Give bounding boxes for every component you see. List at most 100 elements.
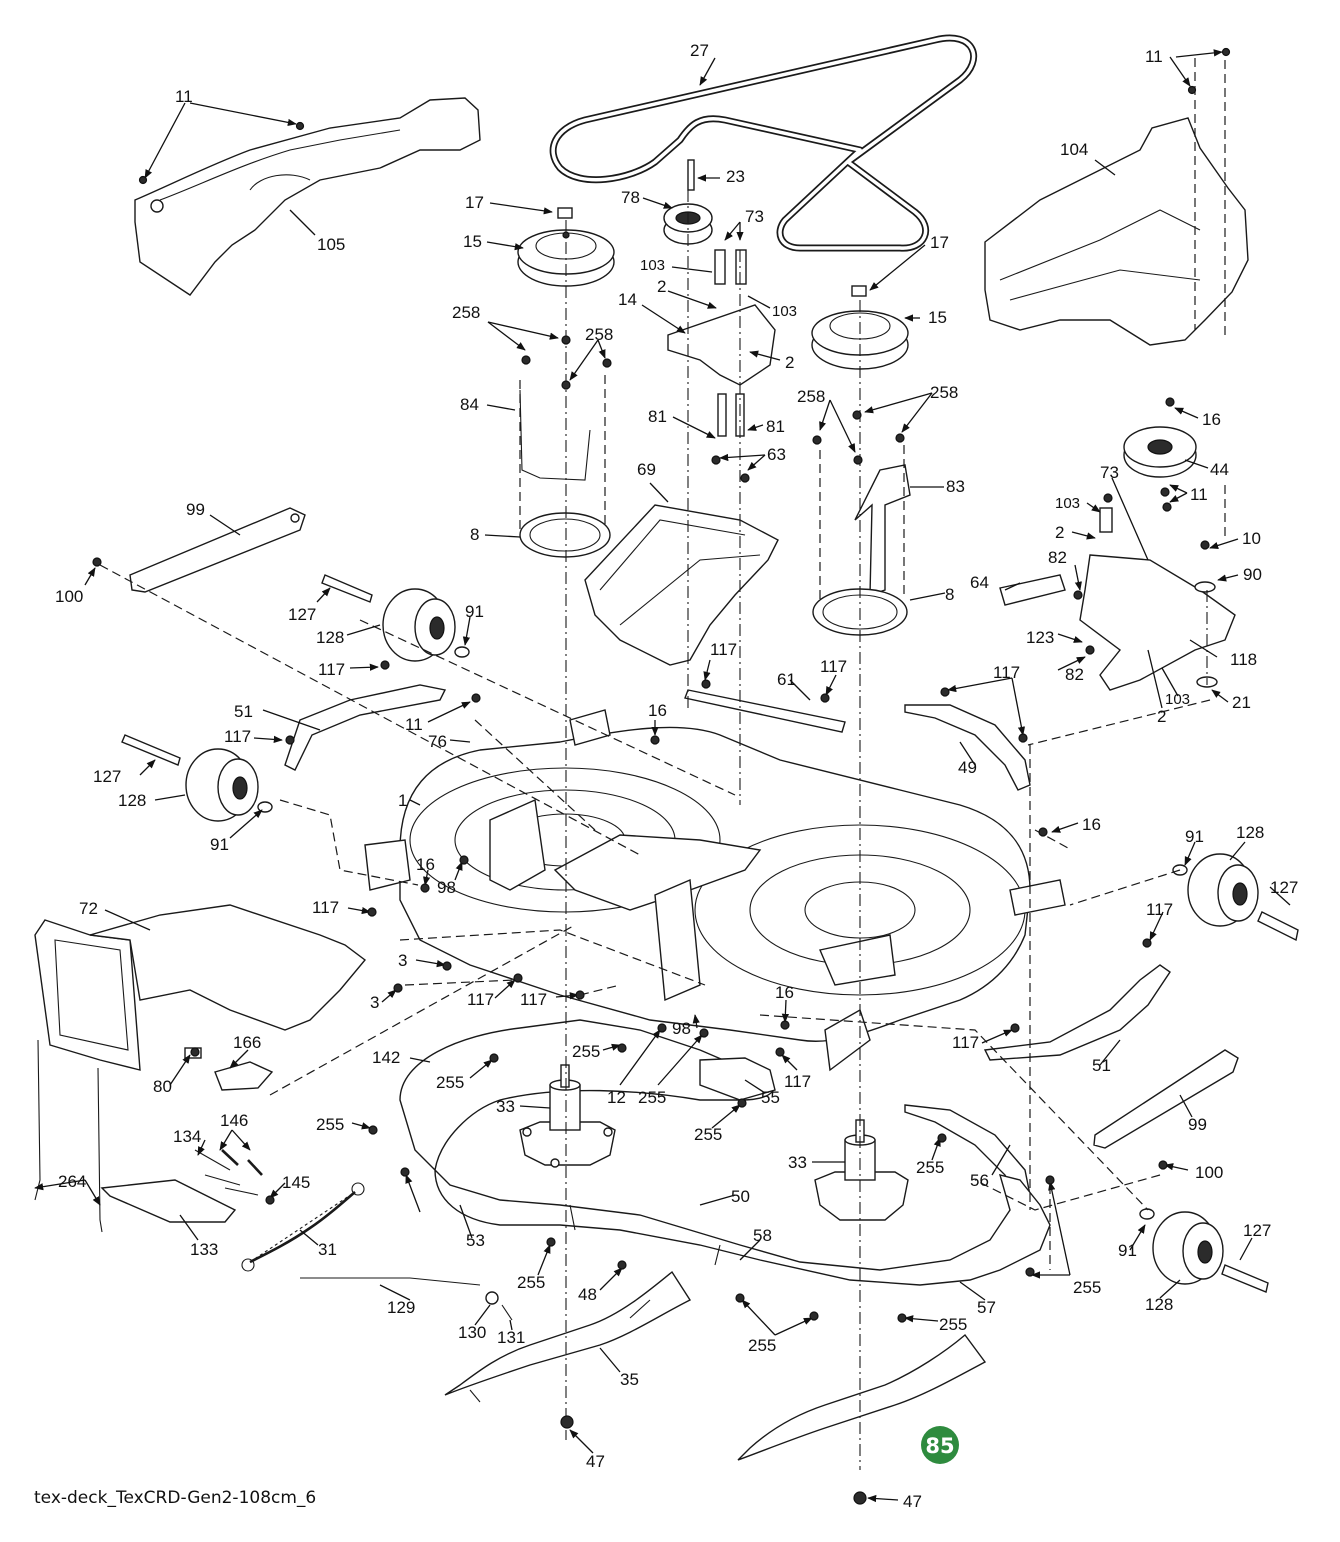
spindle-right: [814, 1119, 909, 1221]
front-brace-right: [1093, 1049, 1239, 1149]
bearing-ring-left: [519, 512, 611, 558]
callout-21: 21: [1232, 693, 1251, 712]
leader-lines: [34, 49, 1291, 1503]
callout-61: 61: [777, 670, 796, 689]
callout-255-j: 255: [748, 1336, 776, 1355]
callout-142: 142: [372, 1048, 400, 1067]
callout-146: 146: [220, 1111, 248, 1130]
callout-15-b: 15: [928, 308, 947, 327]
callout-8-b: 8: [945, 585, 954, 604]
callout-55: 55: [761, 1088, 780, 1107]
callout-2-b: 2: [785, 353, 794, 372]
callout-255-e: 255: [694, 1125, 722, 1144]
spindle-left: [519, 1064, 616, 1168]
wheel-bracket-right-upper: [904, 704, 1031, 791]
callout-123: 123: [1026, 628, 1054, 647]
lift-springs: [194, 1149, 263, 1196]
callout-255-b: 255: [436, 1073, 464, 1092]
callout-23: 23: [726, 167, 745, 186]
wheel-bracket-left: [284, 684, 447, 771]
callout-117-g: 117: [1146, 900, 1173, 919]
callout-83: 83: [946, 477, 965, 496]
front-brace-left: [129, 507, 306, 593]
callout-10: 10: [1242, 529, 1261, 548]
callout-56: 56: [970, 1171, 989, 1190]
callout-64: 64: [970, 573, 989, 592]
pulley-guard-left: [519, 389, 591, 481]
callout-labels: 27 11 11 105 104 23 78 17 15 73 103 2 14…: [55, 41, 1298, 1511]
callout-14: 14: [618, 290, 637, 309]
callout-31: 31: [318, 1240, 337, 1259]
callout-51-a: 51: [234, 702, 253, 721]
callout-2-d: 2: [1157, 707, 1166, 726]
callout-117-f: 117: [312, 898, 339, 917]
badge-label: 85: [925, 1434, 954, 1458]
callout-128-d: 128: [1145, 1295, 1173, 1314]
callout-15-a: 15: [463, 232, 482, 251]
callout-98-a: 98: [437, 878, 456, 897]
callout-33-a: 33: [496, 1097, 515, 1116]
callout-3-b: 3: [370, 993, 379, 1012]
callout-16-d: 16: [416, 855, 435, 874]
callout-100-a: 100: [55, 587, 83, 606]
gauge-wheel-top-left: [321, 574, 470, 662]
callout-90: 90: [1243, 565, 1262, 584]
callout-127-a: 127: [288, 605, 316, 624]
center-cover: [584, 504, 779, 666]
idler-arm-assembly: [999, 554, 1236, 691]
gauge-wheel-mid-left: [121, 734, 273, 822]
callout-103-a: 103: [640, 257, 665, 274]
callout-48: 48: [578, 1285, 597, 1304]
gauge-wheel-right-lower: [1139, 1208, 1269, 1293]
callout-98-b: 98: [672, 1019, 691, 1038]
callout-117-d: 117: [993, 663, 1020, 682]
callout-117-c: 117: [820, 657, 847, 676]
callout-128-c: 128: [1236, 823, 1264, 842]
callout-255-a: 255: [572, 1042, 600, 1061]
callout-103-d: 103: [1165, 691, 1190, 708]
callout-118: 118: [1230, 650, 1257, 669]
callout-2-c: 2: [1055, 523, 1064, 542]
callout-99-a: 99: [186, 500, 205, 519]
callout-264: 264: [58, 1172, 86, 1191]
callout-81-b: 81: [766, 417, 785, 436]
callout-255-g: 255: [517, 1273, 545, 1292]
callout-72: 72: [79, 899, 98, 918]
callout-91-d: 91: [1118, 1241, 1137, 1260]
callout-11-b: 11: [1145, 47, 1163, 66]
callout-58: 58: [753, 1226, 772, 1245]
callout-69: 69: [637, 460, 656, 479]
callout-104: 104: [1060, 140, 1088, 159]
pulley-guard-right: [854, 464, 911, 596]
cutting-blade-left: [444, 1270, 692, 1403]
callout-51-b: 51: [1092, 1056, 1111, 1075]
link-rod: [300, 1277, 513, 1321]
callout-117-h: 117: [467, 990, 494, 1009]
callout-130: 130: [458, 1323, 486, 1342]
callout-63: 63: [767, 445, 786, 464]
callout-82-b: 82: [1065, 665, 1084, 684]
callout-16-e: 16: [775, 983, 794, 1002]
callout-91-b: 91: [210, 835, 229, 854]
callout-82-a: 82: [1048, 548, 1067, 567]
callout-127-b: 127: [93, 767, 121, 786]
callout-255-h: 255: [1073, 1278, 1101, 1297]
callout-117-a: 117: [318, 660, 345, 679]
callout-103-b: 103: [772, 303, 797, 320]
callout-117-e: 117: [224, 727, 251, 746]
part-badge[interactable]: 85: [921, 1426, 959, 1464]
callout-133: 133: [190, 1240, 218, 1259]
idler-pulley-v: [1123, 426, 1197, 478]
fastener-icons: [92, 47, 1231, 1505]
callout-128-b: 128: [118, 791, 146, 810]
callout-99-b: 99: [1188, 1115, 1207, 1134]
callout-258-a: 258: [452, 303, 480, 322]
gauge-wheel-right-upper: [1172, 853, 1299, 942]
callout-255-f: 255: [916, 1158, 944, 1177]
callout-11-a: 11: [175, 87, 193, 106]
callout-117-j: 117: [952, 1033, 979, 1052]
callout-8-a: 8: [470, 525, 479, 544]
callout-134: 134: [173, 1127, 201, 1146]
belt-cover-left: [134, 97, 481, 296]
